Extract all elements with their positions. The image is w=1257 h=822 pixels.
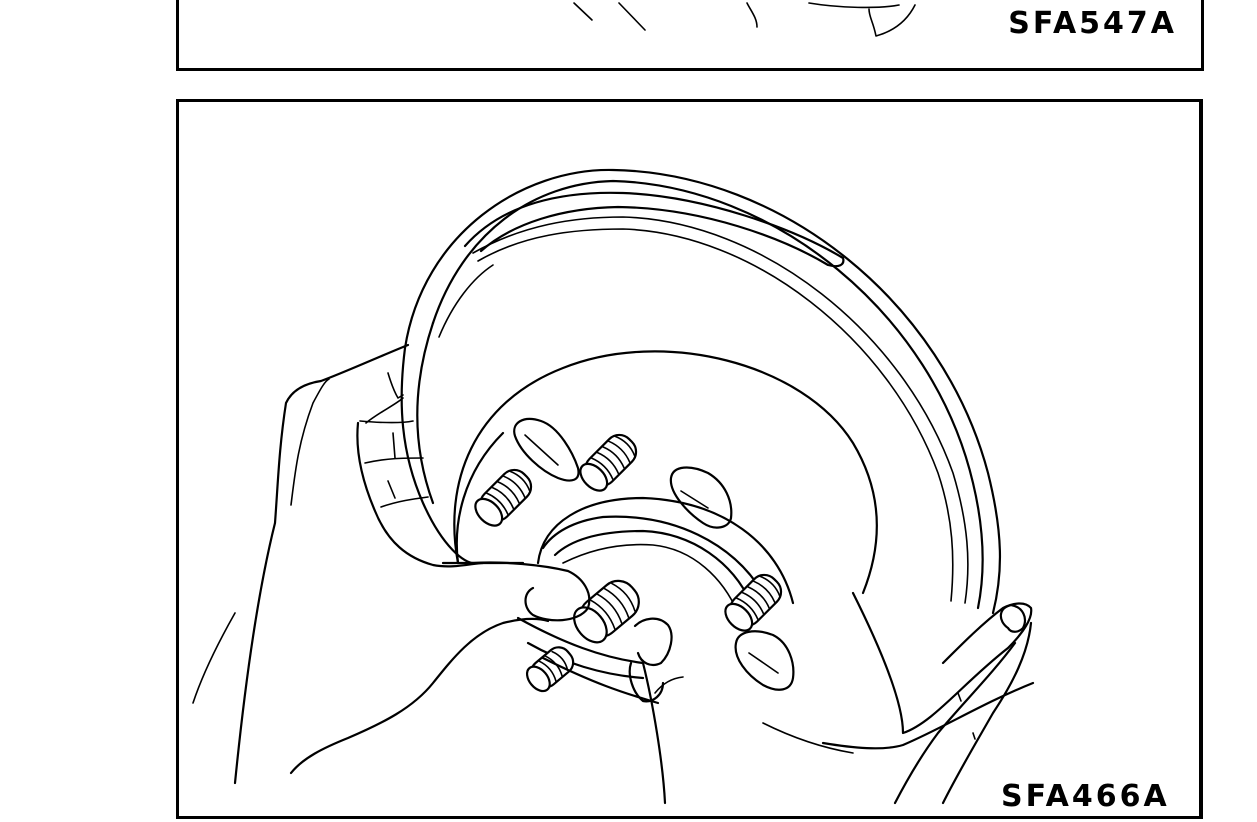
figure-top-frame: SFA547A <box>176 0 1204 71</box>
rotor-window-2-inner <box>680 490 709 509</box>
figure-bottom-label: SFA466A <box>1001 779 1170 814</box>
right-hand-fingers <box>541 617 684 805</box>
brake-rotor-illustration <box>192 168 1035 805</box>
rotor-window-3-inner <box>748 652 779 674</box>
figure-top-label: SFA547A <box>1008 6 1177 41</box>
right-hand <box>762 591 1035 805</box>
rotor-window-1-inner <box>524 434 559 466</box>
rotor-window-1 <box>513 417 580 482</box>
rotor-window-2 <box>669 466 733 529</box>
wheel-stud-2 <box>579 433 638 492</box>
figure-bottom-frame: SFA466A <box>176 99 1203 819</box>
wheel-stud-5 <box>525 646 575 693</box>
wheel-stud-4 <box>573 579 640 644</box>
wheel-stud-3 <box>724 573 783 632</box>
disc-rotor <box>400 168 1002 615</box>
rotor-window-3 <box>734 630 795 691</box>
hub <box>516 496 795 680</box>
figure-top-drawing <box>573 2 916 37</box>
wheel-stud-1 <box>474 468 533 527</box>
left-hand <box>192 343 591 785</box>
